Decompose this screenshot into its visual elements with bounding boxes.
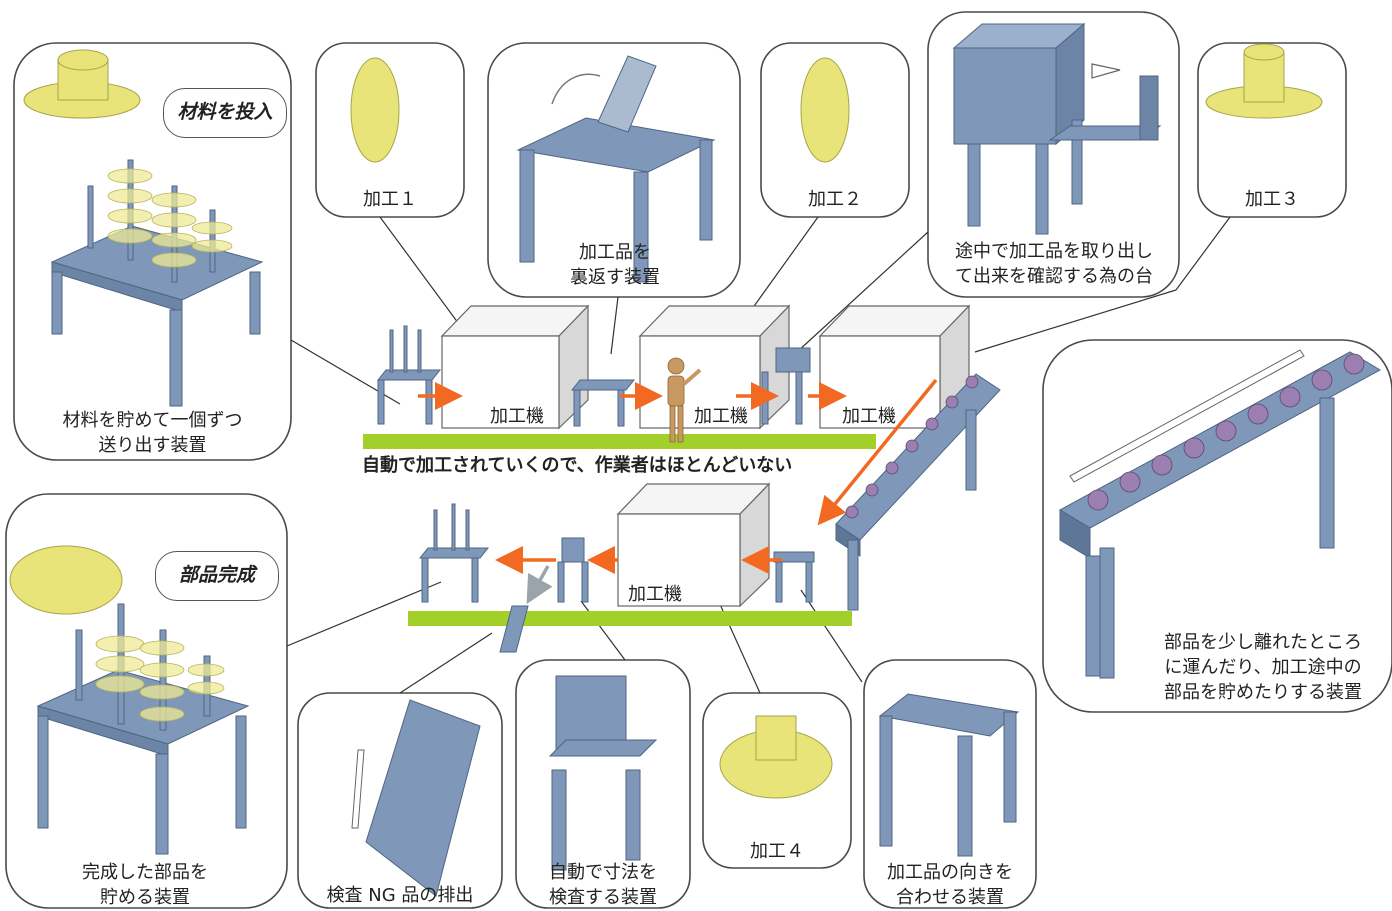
ng-chute-illustration (365, 699, 481, 897)
label-conveyor-storage: 部品を少し離れたところ に運んだり、加工途中の 部品を貯めたりする装置 (1164, 632, 1362, 703)
machine-4-box (616, 482, 771, 608)
flip-device-illustration (516, 55, 716, 283)
panel-process3 (1197, 42, 1347, 218)
ng-arrow (526, 565, 553, 605)
label-ng-discharge: 検査 NG 品の排出 (326, 885, 474, 906)
caption-text: 自動で加工されていくので、作業者はほとんどいない (362, 455, 793, 476)
check-stand-illustration (952, 22, 1162, 235)
measure-illustration (548, 675, 658, 871)
label-orient-device: 加工品の向きを 合わせる装置 (887, 862, 1013, 908)
label-auto-measure: 自動で寸法を 検査する装置 (549, 862, 657, 908)
label-check-stand: 途中で加工品を取り出し て出来を確認する為の台 (955, 241, 1153, 287)
complete-part-icon (9, 545, 123, 615)
lower-belt (408, 611, 852, 626)
label-flip-device: 加工品を 裏返す装置 (570, 242, 660, 288)
label-finished-storage: 完成した部品を 貯める装置 (82, 862, 208, 908)
label-process1: 加工１ (363, 189, 417, 210)
label-process3: 加工３ (1245, 189, 1299, 210)
panel-conveyor-storage (1042, 339, 1392, 713)
process1-part-icon (350, 57, 400, 163)
machine-3-label: 加工機 (842, 406, 896, 427)
machine-2-box (638, 304, 791, 430)
process2-part-icon (800, 57, 850, 163)
label-material-feeder: 材料を貯めて一個ずつ 送り出す装置 (62, 410, 243, 456)
orient-illustration (878, 693, 1020, 857)
label-process4: 加工４ (750, 841, 804, 862)
finished-table-illustration (36, 603, 250, 855)
callout-input-material: 材料を投入 (163, 88, 287, 138)
panel-flip-device (487, 42, 741, 298)
flip-rotate-arrow (551, 73, 601, 105)
label-process2: 加工２ (808, 189, 862, 210)
conveyor-big-arrow (1069, 349, 1305, 483)
callout-part-complete: 部品完成 (155, 551, 279, 601)
upper-belt (363, 434, 876, 449)
machine-4-label: 加工機 (628, 584, 682, 605)
machine-1-label: 加工機 (490, 406, 544, 427)
flow-arrow-5 (817, 378, 938, 526)
worker-figure (667, 357, 702, 443)
machine-2-label: 加工機 (694, 406, 748, 427)
